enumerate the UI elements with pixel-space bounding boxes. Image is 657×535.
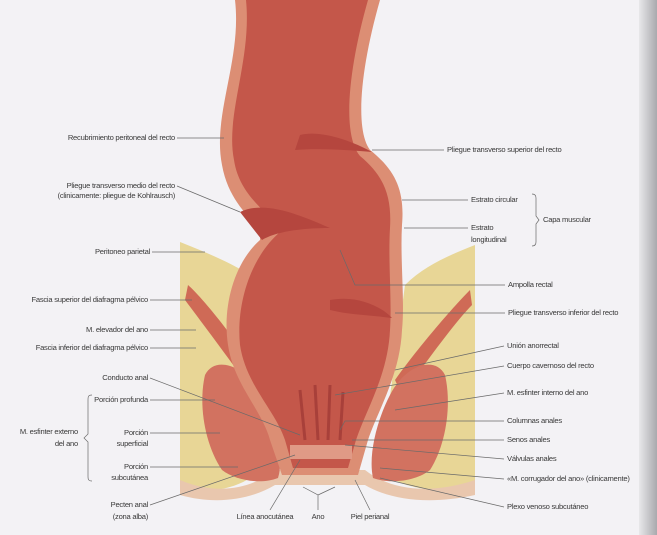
label-peritoneo-parietal: Peritoneo parietal bbox=[95, 247, 151, 256]
labels-left: Recubrimiento peritoneal del recto Plieg… bbox=[20, 133, 301, 521]
label-longitudinal: longitudinal bbox=[471, 235, 507, 244]
label-estrato-circular: Estrato circular bbox=[471, 195, 518, 204]
label-corrugador: «M. corrugador del ano» (clinicamente) bbox=[507, 474, 630, 483]
label-esfinter-interno: M. esfinter interno del ano bbox=[507, 388, 588, 397]
rectal-lumen bbox=[232, 0, 391, 468]
labels-bottom: Línea anocutánea Ano Piel perianal bbox=[237, 459, 390, 521]
label-fascia-superior: Fascia superior del diafragma pélvico bbox=[31, 295, 148, 304]
label-senos-anales: Senos anales bbox=[507, 435, 550, 444]
label-columnas-anales: Columnas anales bbox=[507, 416, 562, 425]
bracket-esfinter-externo bbox=[83, 394, 93, 482]
label-porcion-superficial: Porción bbox=[124, 428, 148, 437]
label-elevador-ano: M. elevador del ano bbox=[86, 325, 148, 334]
label-pliegue-superior: Pliegue transverso superior del recto bbox=[447, 145, 561, 154]
label-pecten-anal: Pecten anal bbox=[111, 500, 149, 509]
label-porcion-subcutanea-2: subcutánea bbox=[111, 473, 149, 482]
label-esfinter-externo: M. esfinter externo bbox=[20, 427, 78, 436]
label-estrato: Estrato bbox=[471, 223, 493, 232]
label-valvulas-anales: Válvulas anales bbox=[507, 454, 557, 463]
page-edge-shadow bbox=[639, 0, 657, 535]
label-linea-anocutanea: Línea anocutánea bbox=[237, 512, 295, 521]
label-pliegue-inferior: Pliegue transverso inferior del recto bbox=[508, 308, 618, 317]
bracket-capa-muscular bbox=[531, 193, 540, 247]
label-porcion-profunda: Porción profunda bbox=[94, 395, 149, 404]
label-fascia-inferior: Fascia inferior del diafragma pélvico bbox=[36, 343, 148, 352]
perianal-skin bbox=[180, 470, 475, 501]
anal-pecten-zone bbox=[290, 445, 352, 459]
transverse-fold-upper bbox=[295, 133, 372, 152]
transverse-fold-middle bbox=[240, 207, 330, 240]
label-pliegue-medio: Pliegue transverso medio del recto bbox=[67, 181, 175, 190]
label-zona-alba: (zona alba) bbox=[113, 512, 149, 521]
transverse-fold-lower bbox=[330, 298, 392, 318]
label-recubrimiento-peritoneal: Recubrimiento peritoneal del recto bbox=[68, 133, 175, 142]
label-union-anorrectal: Unión anorrectal bbox=[507, 341, 559, 350]
label-cuerpo-cavernoso: Cuerpo cavernoso del recto bbox=[507, 361, 594, 370]
label-plexo-venoso: Plexo venoso subcutáneo bbox=[507, 502, 588, 511]
label-porcion-superficial-2: superficial bbox=[117, 439, 149, 448]
label-esfinter-externo-del-ano: del ano bbox=[55, 439, 78, 448]
labels-right: Pliegue transverso superior del recto Es… bbox=[334, 145, 631, 511]
label-ampolla-rectal: Ampolla rectal bbox=[508, 280, 553, 289]
label-ano: Ano bbox=[312, 512, 325, 521]
label-piel-perianal: Piel perianal bbox=[351, 512, 390, 521]
label-capa-muscular: Capa muscular bbox=[543, 215, 592, 224]
anal-columns bbox=[298, 384, 345, 441]
label-porcion-subcutanea: Porción bbox=[124, 462, 148, 471]
label-conducto-anal: Conducto anal bbox=[102, 373, 148, 382]
label-pliegue-medio-clinico: (clinicamente: pliegue de Kohlrausch) bbox=[58, 191, 176, 200]
